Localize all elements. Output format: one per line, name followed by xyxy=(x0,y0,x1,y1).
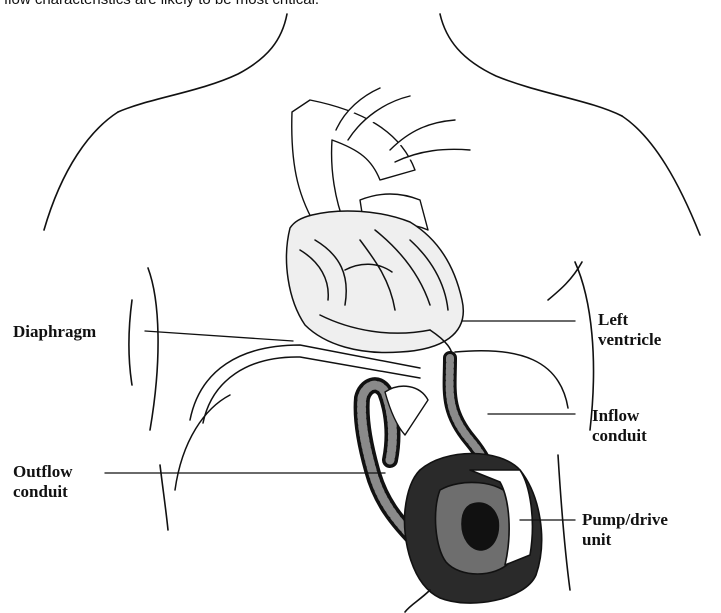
heart xyxy=(286,211,463,362)
label-outflow-conduit-line-2: conduit xyxy=(13,482,73,502)
label-diaphragm: Diaphragm xyxy=(13,322,96,342)
pump-drive-drawing xyxy=(404,454,541,613)
label-inflow-conduit-line-1: Inflow xyxy=(592,406,647,426)
right-shoulder-arm xyxy=(622,116,700,235)
left-armpit xyxy=(129,300,132,385)
drive-cable xyxy=(405,590,430,612)
label-pump-drive: Pump/drive unit xyxy=(582,510,668,550)
left-side xyxy=(148,268,158,430)
rib-left-lower xyxy=(175,395,230,490)
label-inflow-conduit-line-2: conduit xyxy=(592,426,647,446)
label-outflow-conduit: Outflow conduit xyxy=(13,462,73,502)
label-left-ventricle-line-2: ventricle xyxy=(598,330,661,350)
label-diaphragm-text: Diaphragm xyxy=(13,322,96,342)
label-left-ventricle-line-1: Left xyxy=(598,310,661,330)
label-pump-drive-line-1: Pump/drive xyxy=(582,510,668,530)
lower-right-flank xyxy=(558,455,570,590)
vessel-branch-3 xyxy=(390,120,455,150)
leader-diaphragm xyxy=(145,331,293,341)
left-shoulder-arm xyxy=(44,112,118,230)
great-vessels xyxy=(292,88,470,232)
neck-right xyxy=(440,14,622,116)
label-left-ventricle: Left ventricle xyxy=(598,310,661,350)
pump-core xyxy=(462,503,498,550)
rib-right xyxy=(455,351,568,408)
label-inflow-conduit: Inflow conduit xyxy=(592,406,647,446)
neck-left xyxy=(118,14,287,112)
right-side xyxy=(575,262,594,430)
label-outflow-conduit-line-1: Outflow xyxy=(13,462,73,482)
lower-left-flank xyxy=(160,465,168,530)
label-pump-drive-line-2: unit xyxy=(582,530,668,550)
